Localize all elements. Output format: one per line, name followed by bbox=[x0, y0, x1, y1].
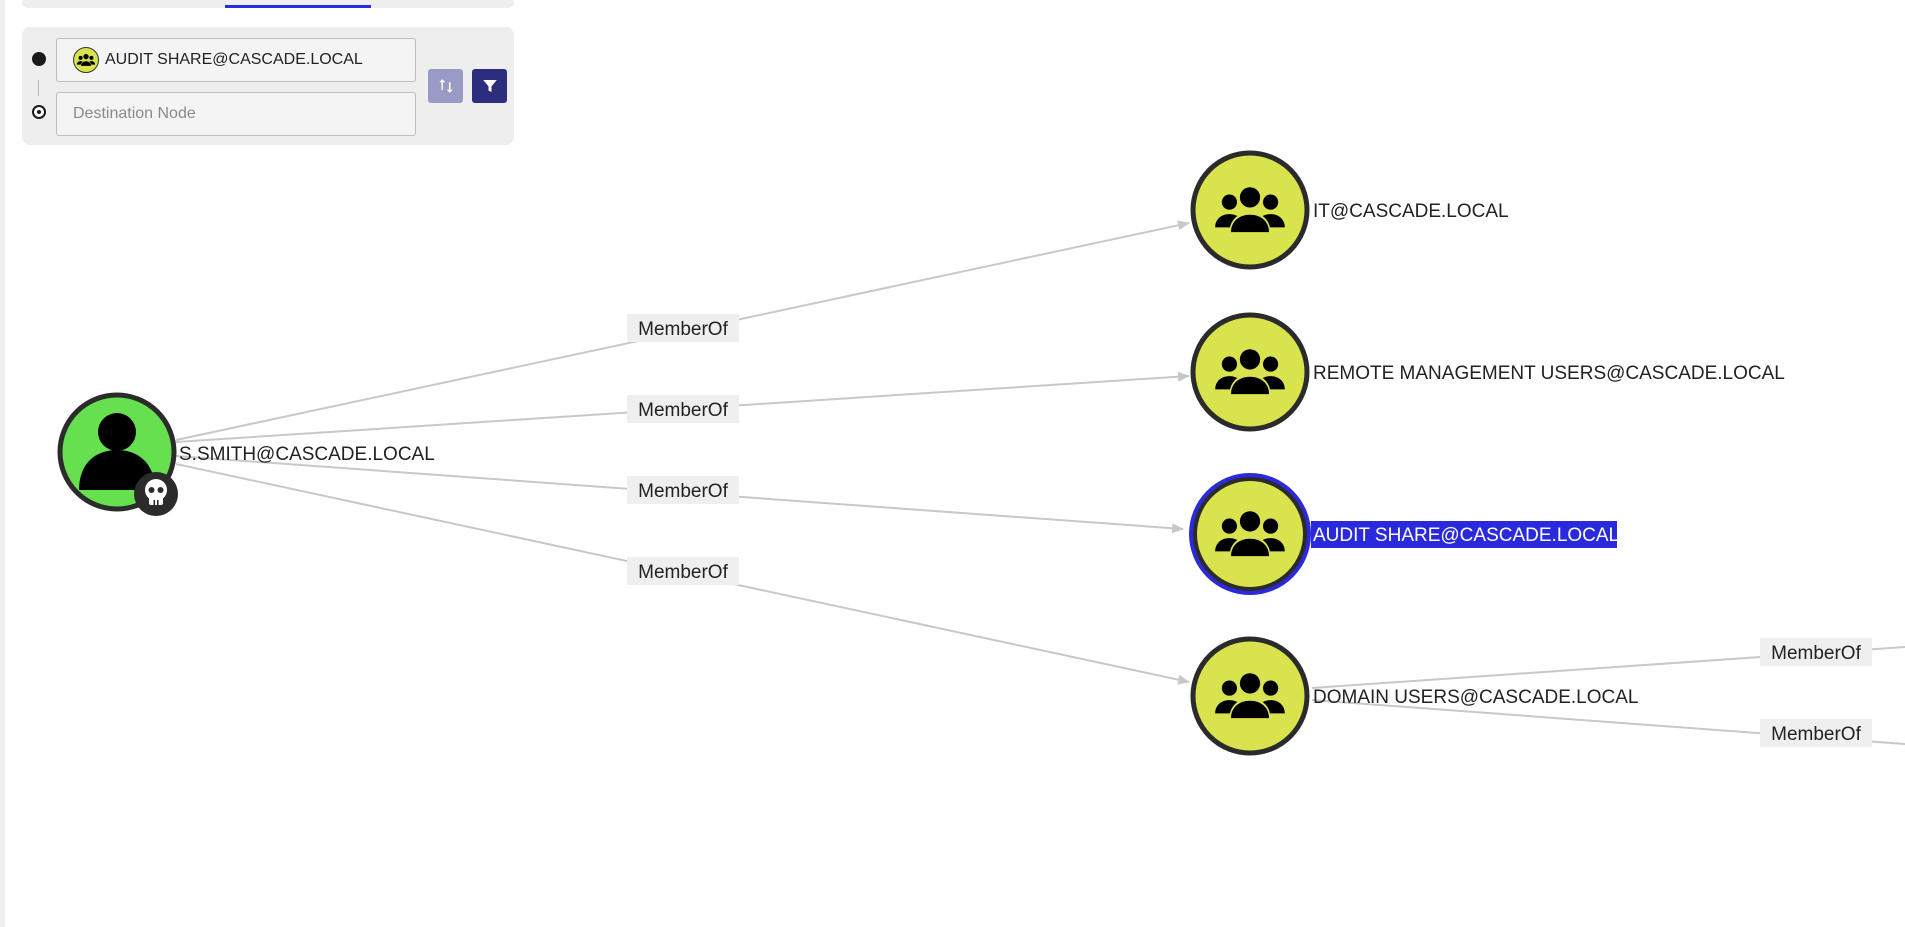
edge-label[interactable]: MemberOf bbox=[627, 557, 739, 585]
group-node-domain-users[interactable]: DOMAIN USERS@CASCADE.LOCAL bbox=[1190, 636, 1638, 756]
selected-label-highlight bbox=[1311, 521, 1617, 548]
svg-text:MemberOf: MemberOf bbox=[638, 562, 728, 583]
edge-label[interactable]: MemberOf bbox=[1760, 638, 1872, 666]
edge-filter-button[interactable] bbox=[472, 69, 507, 103]
svg-text:MemberOf: MemberOf bbox=[638, 481, 728, 502]
source-dot-icon bbox=[32, 52, 46, 66]
source-node-input[interactable]: AUDIT SHARE@CASCADE.LOCAL bbox=[56, 38, 416, 82]
swap-nodes-button[interactable] bbox=[428, 69, 463, 103]
group-node-audit-share-selected[interactable]: AUDIT SHARE@CASCADE.LOCAL bbox=[1189, 473, 1619, 595]
path-connector-line bbox=[38, 80, 39, 96]
left-edge-strip bbox=[0, 0, 5, 927]
node-label: AUDIT SHARE@CASCADE.LOCAL bbox=[1313, 525, 1619, 546]
node-label: DOMAIN USERS@CASCADE.LOCAL bbox=[1313, 687, 1638, 708]
filter-icon bbox=[482, 80, 497, 92]
owned-skull-badge bbox=[134, 472, 178, 516]
destination-node-input[interactable] bbox=[56, 92, 416, 136]
edge-label[interactable]: MemberOf bbox=[627, 476, 739, 504]
edge-label[interactable]: MemberOf bbox=[1760, 719, 1872, 747]
swap-vertical-icon bbox=[438, 79, 453, 93]
user-icon bbox=[79, 413, 155, 490]
panel-tabs[interactable] bbox=[22, 0, 514, 8]
edge-label[interactable]: MemberOf bbox=[627, 314, 739, 342]
target-icon bbox=[32, 105, 46, 119]
svg-text:MemberOf: MemberOf bbox=[638, 400, 728, 421]
node-label: REMOTE MANAGEMENT USERS@CASCADE.LOCAL bbox=[1313, 363, 1785, 384]
group-node-remote-management-users[interactable]: REMOTE MANAGEMENT USERS@CASCADE.LOCAL bbox=[1190, 312, 1785, 432]
edges bbox=[175, 220, 1905, 745]
user-node-ssmith[interactable]: S.SMITH@CASCADE.LOCAL bbox=[57, 392, 435, 516]
edge-label[interactable]: MemberOf bbox=[627, 395, 739, 423]
svg-text:MemberOf: MemberOf bbox=[1771, 643, 1861, 664]
pathfinding-panel: AUDIT SHARE@CASCADE.LOCAL bbox=[22, 27, 514, 145]
source-node-value: AUDIT SHARE@CASCADE.LOCAL bbox=[105, 51, 363, 68]
group-node-it[interactable]: IT@CASCADE.LOCAL bbox=[1190, 150, 1509, 270]
active-tab-indicator bbox=[225, 5, 371, 8]
svg-text:MemberOf: MemberOf bbox=[638, 319, 728, 340]
node-label: S.SMITH@CASCADE.LOCAL bbox=[179, 444, 435, 465]
group-icon bbox=[73, 47, 99, 73]
node-label: IT@CASCADE.LOCAL bbox=[1313, 201, 1509, 222]
svg-text:MemberOf: MemberOf bbox=[1771, 724, 1861, 745]
